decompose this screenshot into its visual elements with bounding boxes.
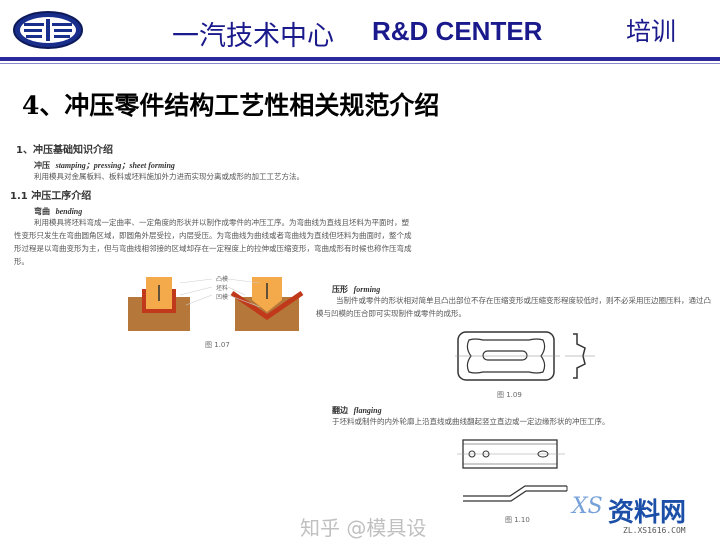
bending-text: 利用模具将坯料弯成一定曲率、一定角度的形状并以制作成零件的冲压工序。为弯曲线为直…: [14, 218, 412, 266]
figure-bending: [128, 277, 304, 331]
zhihu-watermark: 知乎 @模具设: [300, 516, 427, 540]
figure-flanging: [457, 439, 568, 502]
heading-basics: 1、冲压基础知识介绍: [16, 145, 113, 156]
term-forming: 压形 forming: [332, 284, 380, 295]
section-label: 培训: [626, 17, 677, 46]
label-die: 凹模: [216, 294, 229, 301]
term-stamping: 冲压 stamping；pressing；sheet forming: [34, 160, 175, 171]
center-name-en: R&D CENTER: [372, 16, 543, 46]
term-en: bending: [55, 207, 83, 216]
forming-text: 当制件或零件的形状相对简单且凸出部位不存在压缩变形或压缩变形程度较低时，则不必采…: [316, 296, 711, 318]
term-cn: 翻边: [332, 406, 348, 415]
site-url: ZL.XS1616.COM: [623, 526, 686, 535]
caption-fig109: 图 1.09: [497, 391, 522, 399]
slide-title: 4、冲压零件结构工艺性相关规范介绍: [22, 91, 440, 120]
flanging-text: 于坯料或制件的内外轮廓上沿直线或曲线翻起竖立直边或一定边缘形状的冲压工序。: [332, 417, 610, 426]
stamping-definition: 利用模具对金属板料、板料或坯料施加外力进而实现分离或成形的加工工艺方法。: [34, 172, 304, 181]
header-divider-thin: [0, 63, 720, 64]
label-punch: 凸模: [216, 276, 229, 283]
center-name-cn: 一汽技术中心: [172, 21, 334, 52]
faw-logo: [13, 11, 83, 49]
term-en: forming: [353, 285, 381, 294]
term-cn: 冲压: [34, 161, 50, 170]
figure-forming: [455, 331, 595, 381]
term-cn: 弯曲: [34, 207, 50, 216]
header-divider: [0, 57, 720, 61]
term-flanging: 翻边 flanging: [332, 405, 382, 416]
label-blank: 坯料: [216, 285, 229, 292]
caption-fig110: 图 1.10: [505, 516, 530, 524]
term-bending: 弯曲 bending: [34, 206, 82, 217]
caption-fig107: 图 1.07: [205, 341, 230, 349]
xs-logo-mark: XS: [572, 494, 603, 519]
site-logo-text: 资料网: [608, 498, 687, 528]
heading-processes: 1.1 冲压工序介绍: [10, 191, 92, 202]
term-cn: 压形: [332, 285, 348, 294]
term-en: stamping；pressing；sheet forming: [55, 161, 175, 170]
term-en: flanging: [353, 406, 382, 415]
